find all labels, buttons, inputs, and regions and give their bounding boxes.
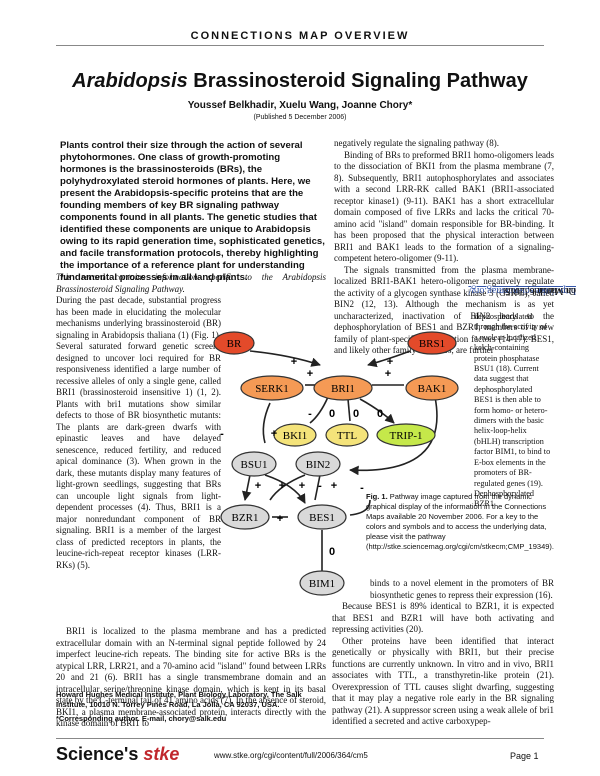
- sign-bri1-ttl: 0: [353, 408, 359, 420]
- sign-bin2-bzr1: +: [299, 480, 305, 492]
- journal-logo: Science's stke: [56, 744, 179, 765]
- edge-bin2-bzr1: [269, 474, 306, 501]
- record-note: This record contains information specifi…: [56, 272, 326, 294]
- sign-bsu1-bes1: +: [279, 480, 285, 492]
- node-bzr1-label: BZR1: [232, 512, 259, 524]
- node-trip1-label: TRIP-1: [390, 430, 423, 442]
- paragraph-6: binds to a novel element in the promoter…: [370, 578, 554, 600]
- title-rest: Brassinosteroid Signaling Pathway: [187, 70, 528, 92]
- article-title: Arabidopsis Brassinosteroid Signaling Pa…: [0, 70, 600, 93]
- diagram-labels: BR BRS1 SERK1 BRI1 BAK1 BKI1 TTL TRIP-1 …: [227, 338, 447, 590]
- sign-br-bri1: +: [291, 356, 297, 368]
- footer-rule: [56, 738, 544, 739]
- node-bak1-shape: [405, 375, 459, 401]
- node-bin2-shape: [295, 451, 341, 477]
- logo-science: Science's: [56, 744, 144, 764]
- sign-brs1-bri1: +: [387, 356, 393, 368]
- node-ttl-label: TTL: [337, 430, 357, 442]
- node-bri1-shape: [313, 375, 373, 401]
- node-serk1-label: SERK1: [255, 383, 289, 395]
- node-bes1-shape: [297, 504, 347, 530]
- node-bin2-label: BIN2: [306, 459, 330, 471]
- figure-caption: Fig. 1. Pathway image captured from the …: [366, 492, 554, 552]
- download-suffix: on March 6, 2015: [504, 285, 576, 296]
- sign-bri1-bak1: +: [385, 368, 391, 380]
- node-ttl-shape: [325, 423, 369, 447]
- right-column-bottom: binds to a novel element in the promoter…: [332, 578, 554, 728]
- left-column-bottom: BRI1 is localized to the plasma membrane…: [56, 626, 326, 730]
- edge-bes1-right: [349, 499, 371, 516]
- node-brs1-label: BRS1: [419, 338, 445, 350]
- caption-text: Pathway image captured from the dynamic …: [366, 492, 554, 551]
- paragraph-3: negatively regulate the signaling pathwa…: [334, 138, 499, 148]
- pathway-diagram: BR BRS1 SERK1 BRI1 BAK1 BKI1 TTL TRIP-1 …: [213, 331, 459, 596]
- footer-url[interactable]: www.stke.org/cgi/content/full/2006/364/c…: [214, 751, 368, 760]
- diagram-signs: + + + + 0 - 0 0 + - + + + - + + - 0: [220, 356, 393, 558]
- node-bki1-shape: [273, 423, 317, 447]
- sign-bsu1-left: -: [220, 428, 224, 440]
- edge-bri1-trip1: [359, 398, 395, 424]
- paragraph-2: BRI1 is localized to the plasma membrane…: [56, 626, 326, 728]
- download-notice: Downloaded from http://stke.sciencemag.o…: [468, 280, 580, 600]
- sign-bin2-right: +: [331, 480, 337, 492]
- node-bzr1-shape: [220, 504, 270, 530]
- sign-bzr1-bes1: +: [277, 513, 283, 525]
- header-rule: [56, 45, 544, 46]
- left-column: This record contains information specifi…: [56, 272, 326, 571]
- paragraph-7: Because BES1 is 89% identical to BZR1, i…: [332, 601, 554, 634]
- paragraph-4: Binding of BRs to preformed BRI1 homo-ol…: [334, 149, 554, 264]
- sign-bin2-bes1: -: [318, 480, 322, 492]
- sign-bsu1-bzr1: +: [255, 480, 261, 492]
- sign-bes1-bim1: 0: [329, 546, 335, 558]
- sign-bri1-bsu1: +: [271, 428, 277, 440]
- node-bri1-label: BRI1: [331, 383, 355, 395]
- node-br-shape: [213, 331, 255, 355]
- diagram-nodes: [213, 331, 459, 596]
- node-bki1-label: BKI1: [283, 430, 307, 442]
- node-trip1-shape: [376, 423, 436, 447]
- edge-bak1-bin2: [349, 396, 438, 476]
- edge-bri1-bki1: [309, 396, 329, 424]
- node-br-label: BR: [227, 338, 242, 350]
- sign-bri1-bki1-b: -: [308, 408, 312, 420]
- edge-br-bri1: [249, 350, 321, 367]
- edge-bri1-ttl: [347, 398, 351, 422]
- affiliation: Howard Hughes Medical Institute, Plant B…: [56, 690, 302, 709]
- authors: Youssef Belkhadir, Xuelu Wang, Joanne Ch…: [187, 100, 413, 111]
- right-column-side: dephosphorylated through the activity of…: [474, 312, 551, 509]
- node-bim1-shape: [299, 570, 345, 596]
- edge-bsu1-bes1: [264, 474, 306, 504]
- title-italic: Arabidopsis: [72, 70, 188, 92]
- node-bsu1-label: BSU1: [241, 459, 268, 471]
- sign-bri1-bki1-a: 0: [329, 408, 335, 420]
- page-number: Page 1: [510, 751, 539, 761]
- paragraph-1: During the past decade, substantial prog…: [56, 295, 221, 570]
- node-bak1-label: BAK1: [418, 383, 447, 395]
- edge-bsu1-bzr1: [241, 474, 252, 501]
- node-bim1-label: BIM1: [309, 578, 335, 590]
- edge-bri1-bsu1: [262, 402, 271, 444]
- sign-bri1-trip1: 0: [377, 408, 383, 420]
- logo-stke: stke: [143, 744, 180, 764]
- node-bes1-label: BES1: [309, 512, 335, 524]
- paragraph-8: Other proteins have been identified that…: [332, 635, 554, 727]
- edge-bin2-bes1: [314, 474, 321, 501]
- publication-date: (Published 5 December 2006): [253, 114, 347, 121]
- section-header: Connections Map Overview: [190, 30, 410, 42]
- diagram-edges: [241, 350, 438, 573]
- edge-brs1-bri1: [367, 350, 411, 368]
- sign-serk1-bri1: +: [307, 368, 313, 380]
- sign-bes1-right: -: [360, 482, 364, 494]
- node-brs1-shape: [407, 331, 457, 355]
- node-bsu1-shape: [231, 451, 277, 477]
- caption-label: Fig. 1.: [366, 492, 388, 501]
- corresponding-author: *Corresponding author. E-mail, chory@sal…: [56, 714, 227, 723]
- abstract: Plants control their size through the ac…: [60, 140, 325, 283]
- node-serk1-shape: [240, 375, 304, 401]
